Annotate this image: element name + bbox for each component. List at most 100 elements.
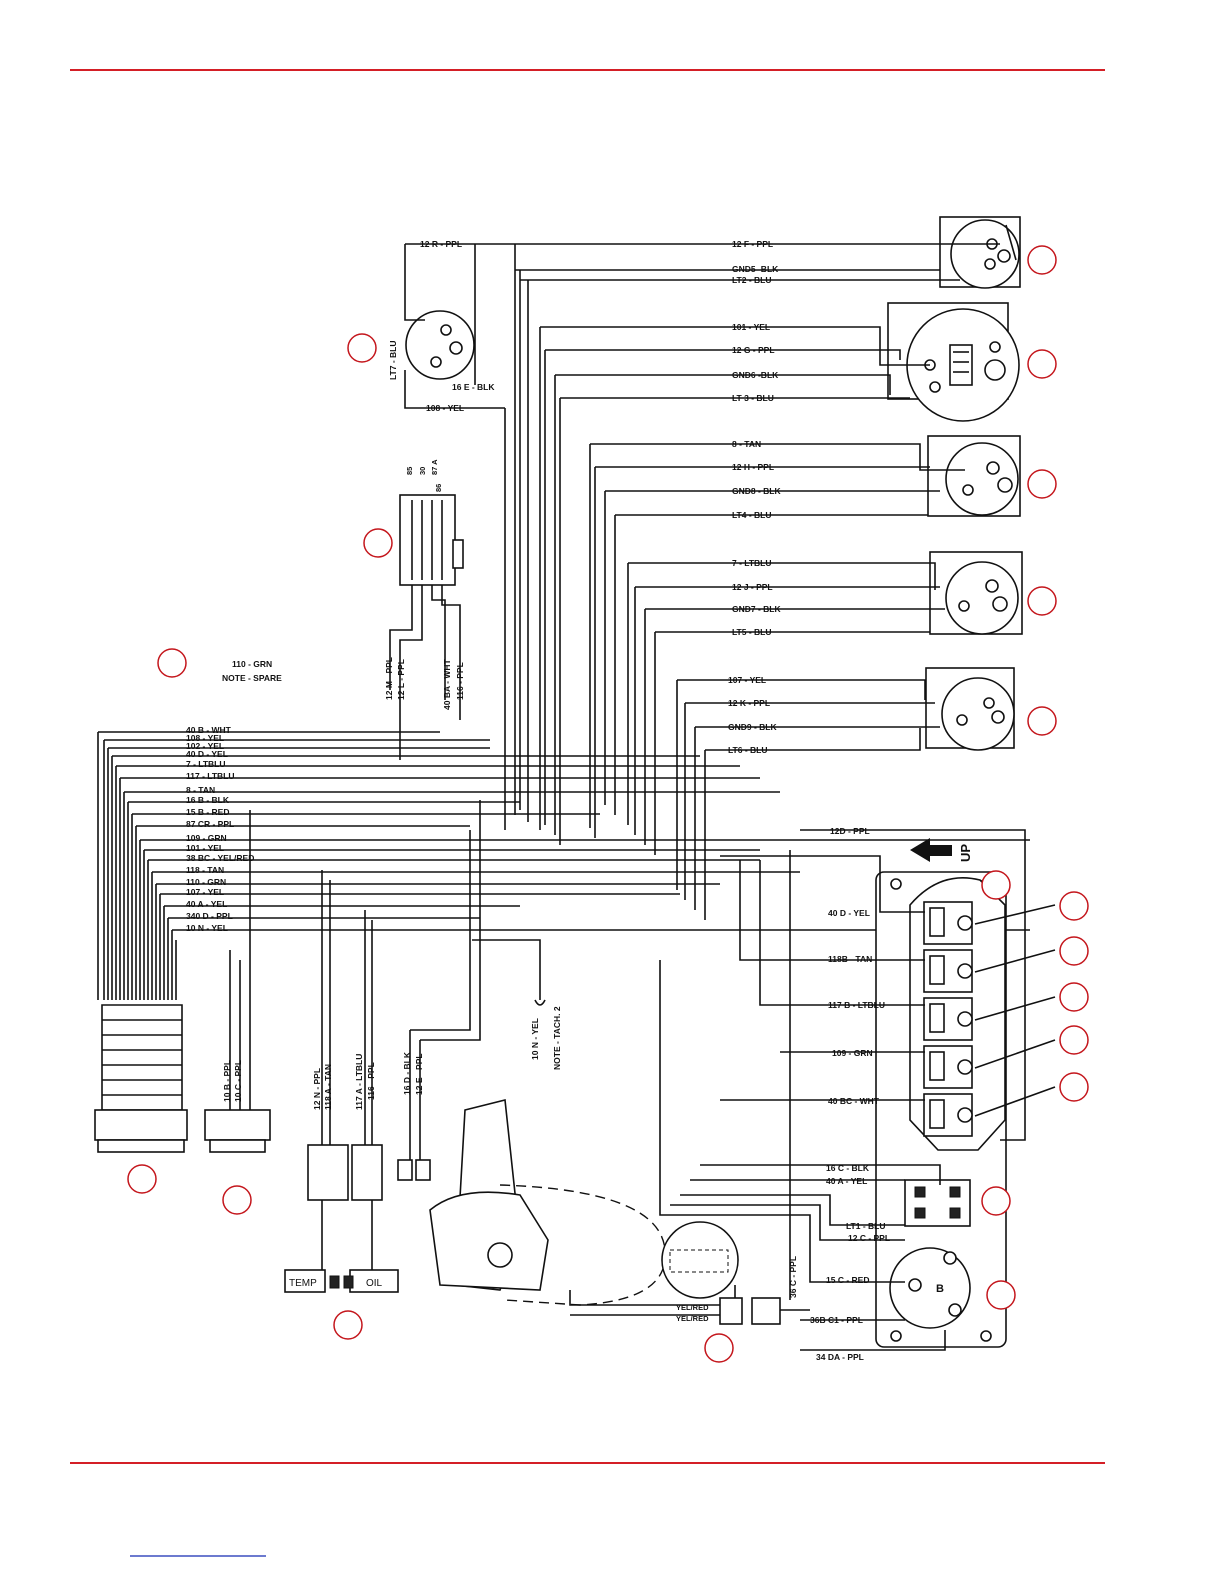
label-12m: 12 M - PPL xyxy=(384,657,394,700)
label-lt6: LT6 - BLU xyxy=(728,745,768,755)
harness-label: 40 D - YEL xyxy=(186,749,228,759)
label-16e: 16 E - BLK xyxy=(452,382,495,392)
gauge-left xyxy=(405,310,475,380)
callout-12 xyxy=(1059,982,1089,1012)
callout-19 xyxy=(333,1310,363,1340)
label-10n: 10 N - YEL xyxy=(530,1018,540,1060)
label-16c: 16 C - BLK xyxy=(826,1163,870,1173)
harness-label: 8 - TAN xyxy=(186,785,215,795)
label-12k: 12 K - PPL xyxy=(728,698,770,708)
harness-label: 40 A - YEL xyxy=(186,899,227,909)
label-12r: 12 R - PPL xyxy=(420,239,462,249)
harness-label: 38 BC - YEL/RED xyxy=(186,853,254,863)
label-15c: 15 C - RED xyxy=(826,1275,869,1285)
harness-label: 15 B - RED xyxy=(186,807,229,817)
callout-14 xyxy=(1059,1072,1089,1102)
callout-17 xyxy=(127,1164,157,1194)
harness-label: 117 - LTBLU xyxy=(186,771,235,781)
label-10b: 10 B - PPL xyxy=(222,1060,232,1102)
label-lt3: LT 3 - BLU xyxy=(732,393,774,403)
breakers xyxy=(923,901,973,1137)
label-12e: 12 E - PPL xyxy=(414,1053,424,1095)
harness-label: 7 - LTBLU xyxy=(186,759,226,769)
harness-label: 107 - YEL xyxy=(186,887,224,897)
callout-1 xyxy=(1027,245,1057,275)
harness-label: 16 B - BLK xyxy=(186,795,230,805)
label-tach2: NOTE - TACH. 2 xyxy=(552,1006,562,1070)
relay xyxy=(389,494,464,760)
label-relay-30: 30 xyxy=(418,467,427,475)
callout-6 xyxy=(347,333,377,363)
gauge-5 xyxy=(925,667,1015,751)
label-relay-85: 85 xyxy=(405,467,414,475)
wire-labels: 12 R - PPL 12 F - PPL GND5 -BLK LT2 - BL… xyxy=(222,239,782,755)
label-36c: 36 C - PPL xyxy=(788,1256,798,1298)
sender-harness xyxy=(284,870,399,1293)
label-gnd6: GND6 -BLK xyxy=(732,370,779,380)
label-12g: 12 G - PPL xyxy=(732,345,775,355)
tach-connector xyxy=(204,810,271,1153)
label-12d: 12D - PPL xyxy=(830,826,870,836)
label-117b: 117 B - LTBLU xyxy=(828,1000,885,1010)
label-8tan: 8 - TAN xyxy=(732,439,761,449)
callout-8 xyxy=(157,648,187,678)
label-12c: 12 C - PPL xyxy=(848,1233,890,1243)
harness-label: 10 N - YEL xyxy=(186,923,228,933)
gauge-3 xyxy=(927,435,1021,517)
panel-wires xyxy=(659,855,946,1351)
label-108: 108 - YEL xyxy=(426,403,464,413)
label-relay-86: 86 xyxy=(434,484,443,492)
label-40a: 40 A - YEL xyxy=(826,1176,867,1186)
label-lt2: LT2 - BLU xyxy=(732,275,772,285)
label-40d: 40 D - YEL xyxy=(828,908,870,918)
label-12j: 12 J - PPL xyxy=(732,582,773,592)
label-116: 116 - PPL xyxy=(455,662,465,700)
callout-16 xyxy=(986,1280,1016,1310)
trunk-wires xyxy=(504,244,706,920)
gauge-2 xyxy=(887,302,1020,422)
label-gnd9: GND9 - BLK xyxy=(728,722,778,732)
label-36bc1: 36B C1 - PPL xyxy=(810,1315,863,1325)
harness-label: 102 - YEL xyxy=(186,741,224,751)
label-yelred-1: YEL/RED xyxy=(676,1303,709,1312)
label-lt5: LT5 - BLU xyxy=(732,627,772,637)
spare-leads xyxy=(397,800,481,1181)
callout-11 xyxy=(1059,936,1089,966)
label-temp: TEMP xyxy=(289,1278,317,1289)
label-spare: NOTE - SPARE xyxy=(222,673,282,683)
label-118a: 118 A - TAN xyxy=(323,1064,333,1110)
trim-switch xyxy=(569,850,810,1325)
harness-label: 118 - TAN xyxy=(186,865,224,875)
label-gnd7: GND7 - BLK xyxy=(732,604,782,614)
gauge-4 xyxy=(929,551,1023,635)
gauge-wires xyxy=(404,243,1000,751)
breaker-panel xyxy=(800,829,1056,1348)
label-109: 109 - GRN xyxy=(832,1048,873,1058)
label-116b: 116 - PPL xyxy=(366,1062,376,1100)
gauge-1 xyxy=(939,216,1021,289)
label-terminal-b: B xyxy=(936,1283,944,1295)
harness-label: 340 D - PPL xyxy=(186,911,233,921)
label-16d: 16 D - BLK xyxy=(402,1051,412,1095)
harness-label: 87 CR - PPL xyxy=(186,819,234,829)
label-34da: 34 DA - PPL xyxy=(816,1352,864,1362)
callout-7 xyxy=(363,528,393,558)
callout-2 xyxy=(1027,349,1057,379)
label-12h: 12 H - PPL xyxy=(732,462,774,472)
harness-wires xyxy=(98,731,1030,931)
callout-3 xyxy=(1027,469,1057,499)
label-yelred-2: YEL/RED xyxy=(676,1314,709,1323)
callout-5 xyxy=(1027,706,1057,736)
callouts xyxy=(127,245,1089,1363)
harness-label: 108 - YEL xyxy=(186,733,224,743)
label-gnd5: GND5 -BLK xyxy=(732,264,779,274)
label-12n: 12 N - PPL xyxy=(312,1068,322,1110)
label-up: UP xyxy=(958,844,973,862)
label-10c: 10 C - PPL xyxy=(233,1060,243,1102)
callout-15 xyxy=(981,1186,1011,1216)
label-oil: OIL xyxy=(366,1278,383,1289)
harness-plug xyxy=(94,732,188,1153)
tach2-lead xyxy=(472,939,546,1006)
